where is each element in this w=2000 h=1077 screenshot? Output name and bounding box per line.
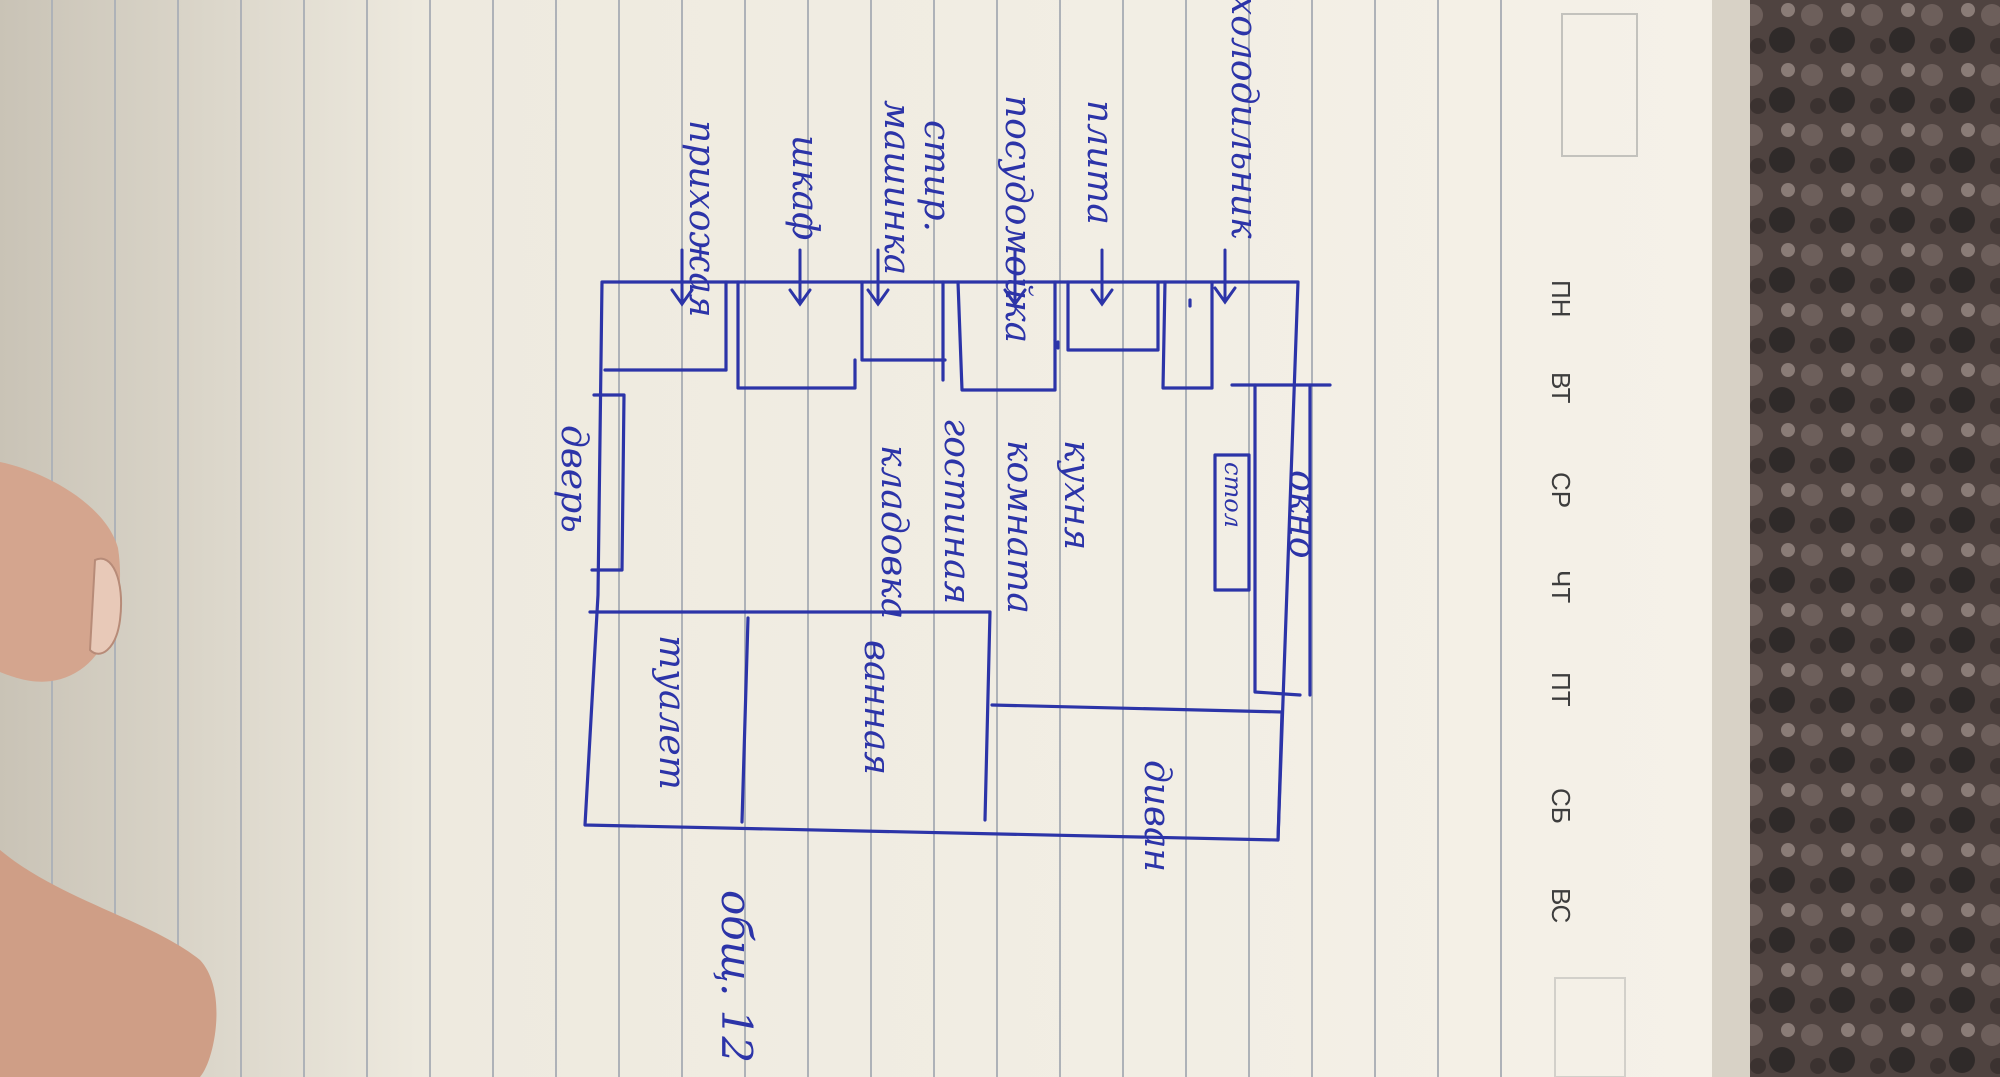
outer-wall (583, 280, 1300, 842)
label-kitchen-4: кладовка (873, 445, 914, 619)
weekday-tue: ВТ (1546, 372, 1576, 404)
label-sofa: диван (1136, 760, 1177, 872)
label-bathroom: ванная (856, 640, 897, 775)
sofa-shape (990, 703, 1284, 842)
stove-shape (1066, 280, 1160, 352)
weekday-wed: СР (1546, 472, 1576, 508)
label-kitchen-1: кухня (1056, 440, 1097, 550)
label-kitchen-3: гостиная (936, 418, 977, 604)
label-window: окно (1281, 470, 1322, 559)
label-washer-2: машинка (876, 100, 917, 275)
planner-box-bottom (1554, 977, 1626, 1077)
floor-plan-drawing (583, 280, 1332, 842)
fridge-shape (1161, 280, 1214, 390)
dishwasher-shape (956, 280, 1057, 392)
ruled-lines (51, 0, 1502, 1077)
door-shape (590, 393, 626, 572)
label-table: стол (1219, 462, 1247, 528)
weekday-fri: ПТ (1546, 672, 1576, 707)
toilet-divider (740, 616, 750, 824)
label-arrows (670, 248, 1237, 307)
washer-shape (860, 280, 947, 362)
plan-labels: холодильник плита посудомойка стир. маши… (553, 0, 1322, 1063)
label-dishwasher: посудомойка (997, 95, 1038, 343)
notebook-page (0, 0, 1712, 1077)
table-shape (1213, 453, 1251, 592)
label-closet: шкаф (784, 135, 825, 240)
label-page-note: общ. 12 (712, 890, 761, 1063)
closet-shape (736, 280, 857, 390)
finger-photo-artifact (0, 462, 217, 1077)
label-fridge: холодильник (1223, 0, 1264, 239)
label-toilet: туалет (651, 635, 692, 790)
label-kitchen-2: комната (999, 440, 1040, 614)
label-door: дверь (553, 425, 594, 533)
bathroom-wall (588, 610, 992, 822)
weekday-mon: ПН (1546, 280, 1576, 317)
weekday-sun: ВС (1546, 888, 1576, 923)
weekday-column: ПН ВТ СР ЧТ ПТ СБ ВС (1546, 280, 1576, 923)
planner-box (1561, 13, 1638, 157)
label-stove: плита (1079, 100, 1120, 225)
weekday-thu: ЧТ (1546, 570, 1576, 603)
label-washer-1: стир. (916, 120, 957, 232)
window-frame (1253, 383, 1302, 697)
label-hallway: прихожая (681, 120, 722, 318)
weekday-sat: СБ (1546, 788, 1576, 824)
